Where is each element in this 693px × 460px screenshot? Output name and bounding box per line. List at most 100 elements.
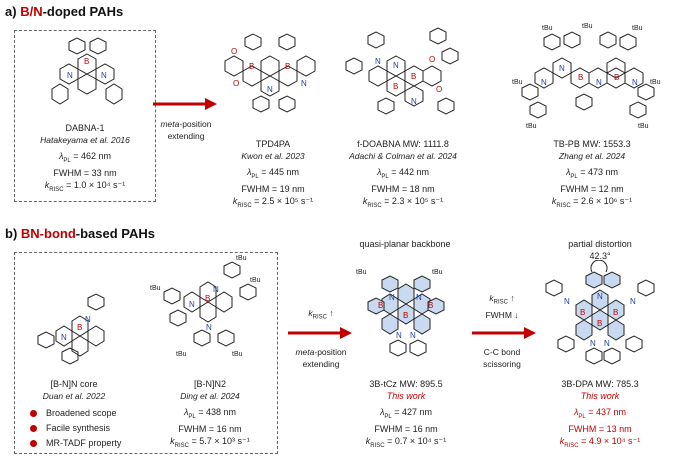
atom-b: B — [403, 311, 408, 320]
fwhm-line: FWHM = 12 nm — [560, 183, 624, 194]
section-b-label: b) — [5, 226, 18, 241]
atom-n: N — [206, 323, 212, 332]
tb-pb-caption: TB-PB MW: 1553.3 Zhang et al. 2024 λPL =… — [537, 138, 647, 212]
pl-line: λPL = 473 nm — [565, 167, 619, 180]
atom-n: N — [411, 97, 417, 106]
tpd4pa-caption: TPD4PA Kwon et al. 2023 λPL = 445 nm FWH… — [218, 138, 328, 212]
3b-dpa-structure: B B B N N N N N — [545, 260, 655, 365]
bullet-item: Broadened scope — [30, 406, 121, 421]
molecule-cite: Adachi & Colman et al. 2024 — [349, 151, 457, 161]
angle-label: 42.3° — [589, 251, 611, 261]
3b-dpa-caption: 3B-DPA MW: 785.3 This work λPL = 437 nm … — [540, 378, 660, 452]
dabna1-structure: B N N — [51, 37, 123, 105]
atom-n: N — [590, 339, 596, 348]
pl-line: λPL = 462 nm — [58, 151, 112, 164]
section-b-title-red: BN-bond — [20, 226, 76, 241]
tbu-label: tBu — [526, 123, 537, 130]
arrow-b1-bottom-note: meta-position extending — [295, 347, 347, 369]
bullet-item: MR-TADF property — [30, 436, 121, 451]
tbu-label: tBu — [542, 25, 553, 32]
molecule-name: TPD4PA — [255, 139, 291, 149]
bn-n2-caption: [B-N]N2 Ding et al. 2024 λPL = 438 nm FW… — [150, 378, 270, 452]
atom-o: O — [429, 55, 435, 64]
fwhm-line: FWHM = 19 nm — [241, 183, 305, 194]
atom-n: N — [416, 293, 422, 302]
tbu-label: tBu — [632, 25, 643, 32]
arrow-b2 — [472, 327, 536, 339]
molecule-name: f-DOABNA MW: 1111.8 — [357, 139, 449, 149]
fwhm-line: FWHM = 16 nm — [178, 423, 242, 434]
atom-b: B — [580, 308, 585, 317]
pl-line: λPL = 442 nm — [376, 167, 430, 180]
molecule-cite: Hatakeyama et al. 2016 — [40, 135, 130, 145]
atom-n: N — [375, 57, 381, 66]
krisc-line: kRISC = 2.3 × 10⁵ s⁻¹ — [362, 195, 444, 209]
section-a-title: a) B/N-doped PAHs — [5, 4, 123, 19]
tbu-label: tBu — [356, 269, 367, 276]
molecule-name: DABNA-1 — [65, 123, 105, 133]
atom-b: B — [84, 57, 89, 66]
arrow-a-note: meta-position extending — [160, 119, 212, 141]
pl-line: λPL = 438 nm — [183, 407, 237, 420]
krisc-line: kRISC = 1.0 × 10⁴ s⁻¹ — [44, 179, 126, 193]
bn-n-core-structure: B N N — [37, 293, 105, 365]
section-b-title-rest: -based PAHs — [75, 226, 156, 241]
tbu-label: tBu — [176, 351, 187, 358]
atom-b: B — [77, 323, 82, 332]
atom-b: B — [411, 72, 416, 81]
atom-b: B — [285, 62, 290, 71]
atom-n: N — [632, 78, 638, 87]
dabna1-caption: DABNA-1 Hatakeyama et al. 2016 λPL = 462… — [30, 122, 140, 196]
tbu-label: tBu — [650, 79, 661, 86]
arrow-b2-top-note: kRISC ↑ FWHM ↓ — [485, 293, 519, 320]
section-b-title: b) BN-bond-based PAHs — [5, 226, 155, 241]
atom-o: O — [231, 47, 237, 56]
bn-n2-structure: B N N N tBu tBu tBu tBu tBu — [150, 255, 261, 358]
atom-b: B — [205, 294, 210, 303]
molecule-name: [B-N]N core — [50, 379, 98, 389]
partial-distortion-label: partial distortion — [568, 239, 632, 249]
atom-n: N — [541, 78, 547, 87]
krisc-line: kRISC = 2.5 × 10⁵ s⁻¹ — [232, 195, 314, 209]
atom-b: B — [393, 82, 398, 91]
bn-n-core-caption: [B-N]N core Duan et al. 2022 — [24, 378, 124, 402]
krisc-line: kRISC = 4.9 × 10⁴ s⁻¹ — [559, 435, 641, 449]
atom-n: N — [61, 333, 67, 342]
atom-n: N — [559, 64, 565, 73]
f-doabna-caption: f-DOABNA MW: 1111.8 Adachi & Colman et a… — [343, 138, 463, 212]
atom-b: B — [428, 301, 433, 310]
atom-b: B — [249, 62, 254, 71]
section-a-title-red: B/N — [20, 4, 43, 19]
pl-line: λPL = 445 nm — [246, 167, 300, 180]
feature-bullets: Broadened scope Facile synthesis MR-TADF… — [30, 406, 121, 451]
arrow-b2-bottom-note: C-C bond scissoring — [483, 347, 521, 369]
section-a-title-rest: -doped PAHs — [42, 4, 124, 19]
atom-n: N — [393, 61, 399, 70]
atom-b: B — [378, 301, 383, 310]
atom-n: N — [213, 285, 219, 294]
molecule-cite: This work — [386, 391, 426, 401]
molecule-name: [B-N]N2 — [193, 379, 226, 389]
section-a-dashed-box — [14, 30, 156, 202]
quasi-planar-label: quasi-planar backbone — [359, 239, 451, 249]
atom-n: N — [189, 300, 195, 309]
fwhm-line: FWHM = 18 nm — [371, 183, 435, 194]
atom-n: N — [604, 339, 610, 348]
tbu-label: tBu — [512, 79, 523, 86]
molecule-name: 3B-DPA MW: 785.3 — [561, 379, 639, 389]
atom-n: N — [410, 331, 416, 340]
molecule-cite: Kwon et al. 2023 — [241, 151, 305, 161]
tbu-label: tBu — [250, 277, 261, 284]
atom-n: N — [101, 71, 107, 80]
fwhm-line: FWHM = 13 nm — [568, 423, 632, 434]
arrow-b1-top-note: kRISC ↑ — [308, 308, 334, 321]
atom-b: B — [597, 319, 602, 328]
atom-n: N — [389, 293, 395, 302]
tbu-label: tBu — [150, 285, 161, 292]
tbu-label: tBu — [232, 351, 243, 358]
atom-b: B — [578, 73, 583, 82]
atom-o: O — [436, 85, 442, 94]
molecule-cite: Ding et al. 2024 — [180, 391, 240, 401]
tb-pb-structure: B B N N N N tBu tBu tBu tBu tBu tBu tBu — [512, 23, 661, 130]
3b-tcz-caption: 3B-tCz MW: 895.5 This work λPL = 427 nm … — [346, 378, 466, 452]
